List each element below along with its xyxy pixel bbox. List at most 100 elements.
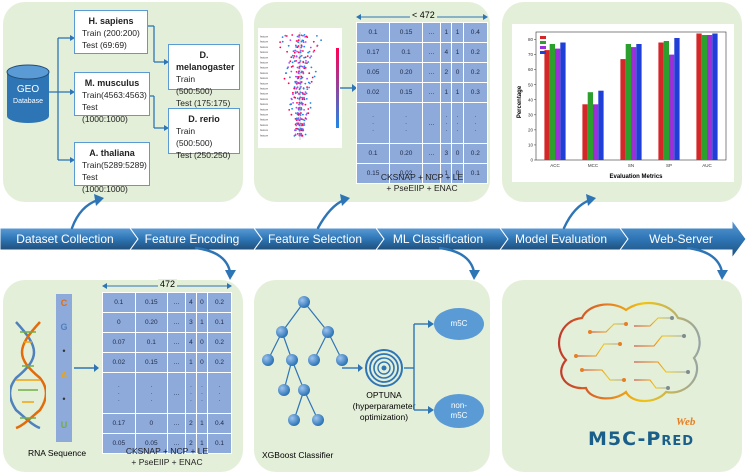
shap-point <box>292 65 294 67</box>
table-cell: 0.17 <box>102 413 136 434</box>
shap-point <box>303 119 306 122</box>
shap-point <box>305 98 308 100</box>
shap-point <box>290 66 293 68</box>
shap-point <box>306 112 308 115</box>
species-train: Train (500:500) <box>176 74 213 96</box>
shap-point <box>307 51 309 54</box>
shap-point <box>303 67 306 70</box>
shap-point <box>296 112 299 114</box>
bar <box>674 38 680 160</box>
shap-point <box>294 49 297 52</box>
y-tick-label: 0 <box>530 158 533 163</box>
shap-point <box>307 108 310 110</box>
table-cell: 4 <box>184 332 197 353</box>
shap-point <box>294 91 297 94</box>
shap-point <box>298 70 300 73</box>
shap-feature-label: feature <box>260 55 269 59</box>
shap-point <box>302 34 304 37</box>
shap-point <box>287 66 289 69</box>
shap-point <box>289 39 292 42</box>
shap-point <box>297 93 300 95</box>
xgboost-tree-diagram <box>267 301 343 421</box>
shap-point <box>297 108 300 111</box>
shap-point <box>313 49 316 52</box>
bar <box>669 54 675 160</box>
geo-sublabel: Database <box>13 98 43 105</box>
bar <box>560 42 566 160</box>
y-tick-label: 40 <box>528 97 534 102</box>
shap-point <box>302 87 305 90</box>
y-tick-label: 80 <box>528 37 534 42</box>
tree-node <box>276 326 288 338</box>
shap-point <box>301 76 304 79</box>
shap-point <box>308 72 311 75</box>
table-cell: 0.1 <box>462 163 489 184</box>
tree-node <box>298 296 310 308</box>
table-cell: 0.1 <box>207 433 232 454</box>
table-cell: 3 <box>184 312 197 333</box>
tree-node <box>336 354 348 366</box>
bar <box>544 50 550 160</box>
chart-ylabel: Percentage <box>517 85 523 118</box>
shap-point <box>296 83 298 85</box>
table-cell: 0.20 <box>134 312 169 333</box>
table-cell: … <box>167 292 186 313</box>
species-train: Train(4563:4563) <box>82 90 147 100</box>
geo-database-icon <box>6 64 50 123</box>
shap-feature-label: feature <box>260 133 269 137</box>
shap-feature-label: feature <box>260 45 269 49</box>
shap-point <box>302 72 305 74</box>
shap-point <box>300 49 302 52</box>
shap-point <box>296 102 298 104</box>
shap-point <box>297 76 300 78</box>
shap-point <box>305 113 308 116</box>
shap-point <box>295 55 298 58</box>
bar <box>593 104 599 160</box>
shap-point <box>298 82 300 85</box>
shap-point <box>298 103 301 105</box>
shap-point <box>300 124 303 127</box>
table-cell: 1 <box>195 433 209 454</box>
classifier-to-optuna-arrow <box>342 364 363 372</box>
shap-point <box>300 101 303 104</box>
species-name: D. melanogaster <box>176 50 235 72</box>
shap-point <box>308 50 311 53</box>
shap-point <box>292 102 294 104</box>
shap-point <box>302 61 305 64</box>
legend-swatch <box>540 51 546 54</box>
shap-feature-label: feature <box>260 97 269 101</box>
web-server-panel <box>502 280 742 472</box>
species-name: A. thaliana <box>89 148 135 158</box>
shap-point <box>302 118 304 121</box>
shap-point <box>291 54 294 57</box>
shap-point <box>289 76 291 79</box>
geo-label: GEO <box>16 84 40 95</box>
bar <box>555 48 561 160</box>
shap-point <box>294 123 297 126</box>
shap-feature-label: feature <box>260 61 269 65</box>
shap-point <box>296 75 299 78</box>
shap-point <box>288 62 291 64</box>
shap-point <box>298 34 301 37</box>
shap-point <box>302 113 304 116</box>
output-m5c-node: m5C <box>434 308 484 340</box>
shap-point <box>298 36 300 38</box>
shap-point <box>297 45 300 47</box>
shap-point <box>303 98 306 101</box>
pipeline-stage-segment <box>619 218 747 260</box>
shap-feature-label: feature <box>260 81 269 85</box>
shap-point <box>294 129 296 132</box>
shap-point <box>320 39 322 42</box>
shap-point <box>311 76 314 79</box>
shap-point <box>304 36 306 38</box>
shap-point <box>293 55 296 57</box>
shap-point <box>316 35 318 37</box>
shap-feature-label: feature <box>260 107 269 111</box>
legend-swatch <box>540 46 546 49</box>
rna-sequence-label: RNA Sequence <box>28 448 87 458</box>
y-tick-label: 30 <box>528 112 534 117</box>
shap-point <box>287 82 290 85</box>
encoding-dim-label: 472 <box>158 279 178 289</box>
